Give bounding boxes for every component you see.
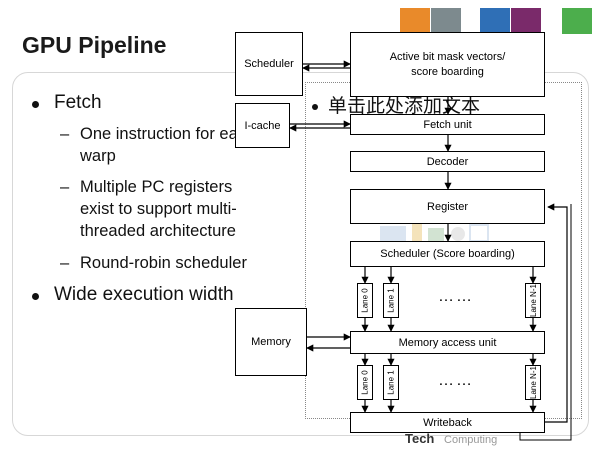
- bullet-dot: [312, 103, 318, 110]
- scheduler-box: Scheduler: [235, 32, 303, 96]
- sub-bullet-round-robin: – Round-robin scheduler: [60, 252, 247, 274]
- placeholder-text[interactable]: 单击此处添加文本: [312, 91, 480, 118]
- sub-line: Multiple PC registers: [80, 178, 233, 196]
- sub-bullet-dash: –: [60, 125, 70, 143]
- lane-ellipsis-lower: ……: [438, 372, 474, 389]
- memory-box: Memory: [235, 308, 307, 376]
- lane-0-lower: Lane 0: [357, 365, 373, 400]
- icache-box: I-cache: [235, 103, 290, 148]
- header-thumbnail-green: [562, 8, 592, 34]
- sub-bullet-dash: –: [60, 178, 70, 196]
- lane-label: Lane N-1: [528, 366, 538, 399]
- writeback-box: Writeback: [350, 412, 545, 433]
- decoder-box: Decoder: [350, 151, 545, 172]
- decoder-label: Decoder: [426, 155, 469, 168]
- lane-label: Lane 0: [360, 370, 370, 395]
- memory-access-label: Memory access unit: [398, 336, 497, 349]
- lane-0-upper: Lane 0: [357, 283, 373, 318]
- scheduler-label: Scheduler: [244, 58, 294, 70]
- bullet-wide-execution: Wide execution width: [32, 284, 234, 306]
- active-mask-line: Active bit mask vectors/: [389, 50, 506, 63]
- sub-bullet-instruction: – One instruction for each warp: [60, 123, 255, 167]
- sub-line: One instruction for each: [80, 125, 256, 143]
- lane-ellipsis-upper: ……: [438, 288, 474, 305]
- sub-line: warp: [80, 147, 116, 165]
- slide-title: GPU Pipeline: [22, 32, 167, 58]
- register-label: Register: [427, 200, 468, 213]
- sub-bullet-pc-registers: – Multiple PC registers exist to support…: [60, 176, 237, 242]
- scoreboard-label: Scheduler (Score boarding): [380, 248, 515, 260]
- sub-line: threaded architecture: [80, 222, 236, 240]
- writeback-label: Writeback: [423, 416, 472, 429]
- active-mask-line: score boarding: [411, 65, 484, 78]
- header-thumbnail-purple: [511, 8, 541, 34]
- bullet-wide-label: Wide execution width: [54, 284, 234, 305]
- fetch-unit-box: Fetch unit: [350, 114, 545, 135]
- placeholder-label: 单击此处添加文本: [328, 96, 481, 117]
- register-box: Register: [350, 189, 545, 224]
- footer-brand: Tech Computing: [405, 431, 497, 446]
- header-thumbnail-photo: [431, 8, 461, 34]
- memory-access-unit-box: Memory access unit: [350, 331, 545, 354]
- lane-label: Lane 1: [386, 288, 396, 313]
- lane-n-minus-1-lower: Lane N-1: [525, 365, 541, 400]
- bullet-fetch: Fetch: [32, 92, 102, 114]
- lane-1-lower: Lane 1: [383, 365, 399, 400]
- lane-label: Lane 0: [360, 288, 370, 313]
- sub-bullet-dash: –: [60, 254, 70, 272]
- fetch-unit-label: Fetch unit: [423, 118, 472, 131]
- lane-label: Lane N-1: [528, 284, 538, 317]
- lane-label: Lane 1: [386, 370, 396, 395]
- watermark-icons: [380, 222, 490, 244]
- scoreboard-scheduler-box: Scheduler (Score boarding): [350, 241, 545, 267]
- sub-line: Round-robin scheduler: [80, 254, 247, 272]
- header-thumbnail-orange: [400, 8, 430, 34]
- bullet-fetch-label: Fetch: [54, 92, 102, 113]
- footer-brand-text: Tech: [405, 431, 435, 446]
- footer-brand-suffix: Computing: [444, 434, 498, 446]
- icache-label: I-cache: [244, 119, 281, 132]
- memory-label: Memory: [251, 336, 291, 348]
- header-thumbnail-blue: [480, 8, 510, 34]
- sub-line: exist to support multi-: [80, 200, 237, 218]
- lane-1-upper: Lane 1: [383, 283, 399, 318]
- active-mask-box: Active bit mask vectors/ score boarding: [350, 32, 545, 97]
- bullet-dot: [32, 293, 39, 300]
- bullet-dot: [32, 101, 39, 108]
- lane-n-minus-1-upper: Lane N-1: [525, 283, 541, 318]
